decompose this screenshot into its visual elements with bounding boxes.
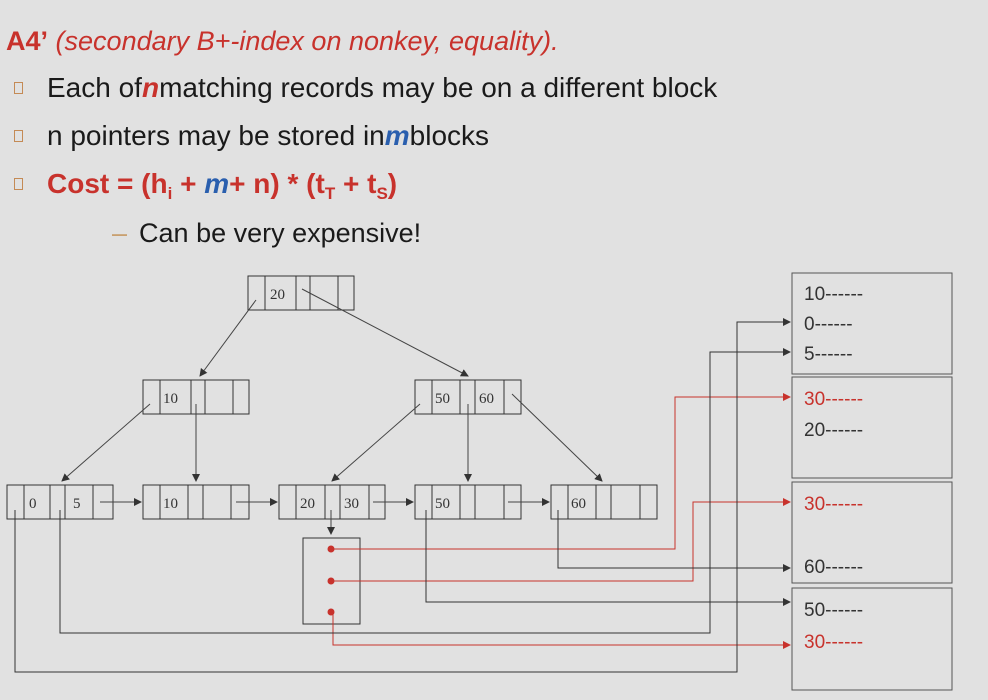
record-30-a: 30------	[804, 389, 863, 410]
internal-left-key: 10	[163, 391, 178, 407]
leaf-node-4	[414, 484, 522, 520]
internal-right-key-1: 50	[435, 391, 450, 407]
title-label: A4’	[6, 26, 49, 56]
record-50: 50------	[804, 600, 863, 621]
record-0: 0------	[804, 314, 853, 335]
bucket-pointer-1	[327, 545, 335, 553]
slide-title: A4’ (secondary B+-index on nonkey, equal…	[6, 26, 559, 57]
internal-right-key-2: 60	[479, 391, 494, 407]
record-60: 60------	[804, 557, 863, 578]
bullet-square-icon	[14, 130, 23, 142]
variable-m: m	[384, 120, 410, 151]
variable-n: n	[141, 72, 160, 103]
root-node	[247, 275, 355, 311]
record-5: 5------	[804, 344, 853, 365]
record-30-c: 30------	[804, 632, 863, 653]
bullet-3-cost: Cost = (hi + m+ n) * (tT + tS)	[14, 168, 398, 203]
bucket-pointer-2	[327, 577, 335, 585]
leaf-4-key: 50	[435, 496, 450, 512]
root-key: 20	[270, 287, 285, 303]
record-block-4	[791, 587, 953, 691]
record-30-b: 30------	[804, 494, 863, 515]
bullet-square-icon	[14, 82, 23, 94]
record-blocks	[791, 272, 953, 691]
leaf-1-key-2: 5	[73, 496, 81, 512]
bullet-square-icon	[14, 178, 23, 190]
record-block-1	[791, 272, 953, 375]
leaf-node-5	[550, 484, 658, 520]
bullet-1: Each of n matching records may be on a d…	[14, 72, 717, 104]
leaf-node-2	[142, 484, 250, 520]
record-pointers	[14, 318, 791, 673]
internal-node-left	[142, 379, 250, 415]
record-block-2	[791, 376, 953, 479]
leaf-2-key: 10	[163, 496, 178, 512]
record-10: 10------	[804, 284, 863, 305]
tree-pointers	[61, 288, 603, 535]
record-20: 20------	[804, 420, 863, 441]
leaf-5-key: 60	[571, 496, 586, 512]
title-description: (secondary B+-index on nonkey, equality)…	[55, 26, 559, 56]
leaf-3-key-1: 20	[300, 496, 315, 512]
bullet-2: n pointers may be stored in m blocks	[14, 120, 489, 152]
leaf-3-key-2: 30	[344, 496, 359, 512]
sub-bullet: –Can be very expensive!	[112, 218, 422, 248]
leaf-node-3	[278, 484, 386, 520]
red-pointers	[332, 393, 791, 649]
record-block-3	[791, 481, 953, 584]
leaf-1-key-1: 0	[29, 496, 37, 512]
cost-formula: Cost = (hi + m+ n) * (tT + tS)	[47, 168, 398, 203]
